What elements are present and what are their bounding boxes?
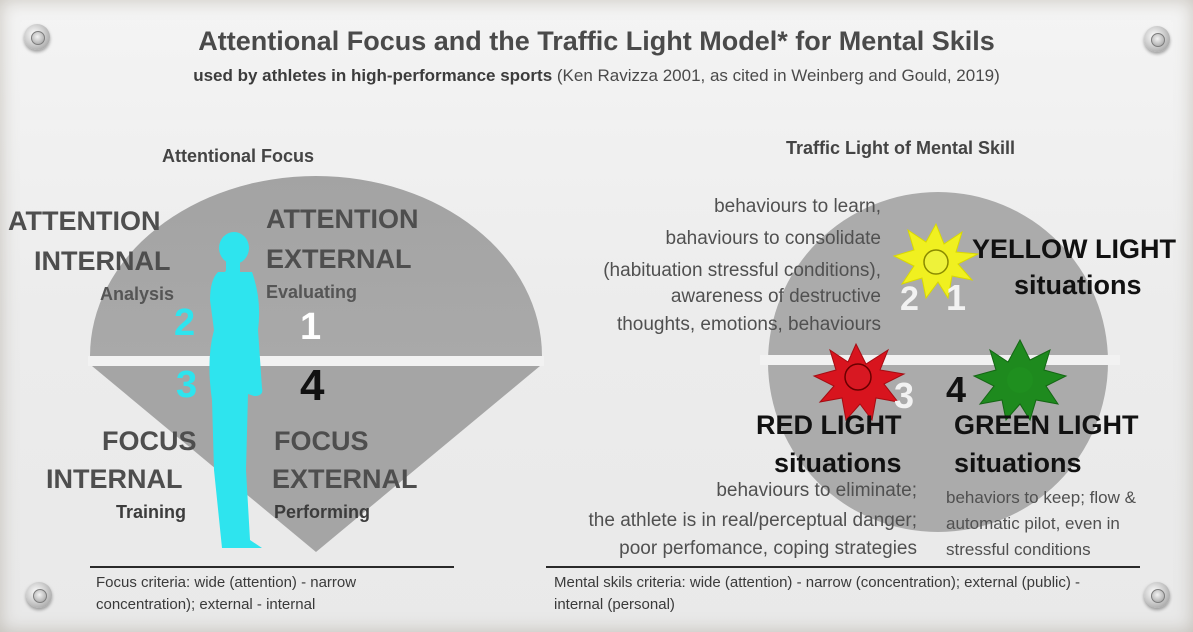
attention-internal-sub: Analysis bbox=[100, 284, 175, 304]
traffic-light-header: Traffic Light of Mental Skill bbox=[786, 138, 1016, 158]
focus-external-line1: FOCUS bbox=[274, 426, 369, 456]
yellow-desc-line1: behaviours to learn, bbox=[714, 196, 881, 217]
focus-internal-sub: Training bbox=[116, 502, 187, 522]
left-number-3: 3 bbox=[176, 364, 198, 406]
top-left-screw-icon bbox=[24, 24, 50, 50]
bottom-left-screw-icon bbox=[26, 582, 52, 608]
focus-external-sub: Performing bbox=[274, 502, 371, 522]
left-number-1: 1 bbox=[300, 306, 322, 348]
right-footer-text: Mental skils criteria: wide (attention) … bbox=[554, 574, 1081, 613]
green-desc-line1: behaviors to keep; flow & bbox=[946, 488, 1136, 507]
yellow-desc-line4: awareness of destructive bbox=[670, 286, 881, 307]
focus-half-shape bbox=[92, 366, 540, 552]
attention-internal-line1: ATTENTION bbox=[8, 206, 161, 236]
focus-internal-line2: INTERNAL bbox=[46, 464, 183, 494]
yellow-light-sub: situations bbox=[1014, 270, 1142, 300]
right-number-2: 2 bbox=[900, 280, 919, 318]
red-desc-line2: the athlete is in real/perceptual danger… bbox=[588, 510, 918, 531]
athlete-silhouette-icon bbox=[209, 232, 263, 548]
red-light-label: RED LIGHT bbox=[756, 410, 902, 440]
focus-internal-line1: FOCUS bbox=[102, 426, 197, 456]
green-desc-line2: automatic pilot, even in bbox=[946, 514, 1120, 533]
bottom-right-screw-icon bbox=[1144, 582, 1170, 608]
right-number-1: 1 bbox=[946, 277, 967, 318]
left-number-4: 4 bbox=[300, 361, 325, 410]
green-desc-line3: stressful conditions bbox=[946, 540, 1091, 559]
left-footer-text: Focus criteria: wide (attention) - narro… bbox=[96, 574, 357, 613]
yellow-desc-line3: (habituation stressful conditions), bbox=[603, 260, 881, 281]
green-light-label: GREEN LIGHT bbox=[954, 410, 1139, 440]
red-desc-line3: poor perfomance, coping strategies bbox=[619, 538, 917, 559]
focus-external-line2: EXTERNAL bbox=[272, 464, 418, 494]
subtitle-citation: (Ken Ravizza 2001, as cited in Weinberg … bbox=[552, 66, 1000, 85]
attention-internal-line2: INTERNAL bbox=[34, 246, 171, 276]
left-number-2: 2 bbox=[174, 302, 196, 344]
left-footer-rule bbox=[90, 566, 454, 568]
attention-half-shape bbox=[90, 176, 542, 356]
attentional-focus-header: Attentional Focus bbox=[162, 146, 314, 166]
left-divider bbox=[88, 356, 544, 366]
attention-external-line1: ATTENTION bbox=[266, 204, 419, 234]
right-footer-rule bbox=[546, 566, 1140, 568]
yellow-light-label: YELLOW LIGHT bbox=[972, 234, 1176, 264]
right-divider bbox=[760, 355, 1120, 365]
attention-external-sub: Evaluating bbox=[266, 282, 358, 302]
yellow-desc-line5: thoughts, emotions, behaviours bbox=[616, 314, 881, 335]
page-title: Attentional Focus and the Traffic Light … bbox=[198, 26, 995, 56]
red-light-sub: situations bbox=[774, 448, 902, 478]
right-number-4: 4 bbox=[946, 369, 967, 410]
right-number-3: 3 bbox=[894, 375, 915, 416]
subtitle-bold: used by athletes in high-performance spo… bbox=[193, 66, 553, 85]
page-subtitle: used by athletes in high-performance spo… bbox=[0, 66, 1193, 86]
yellow-desc-line2: bahaviours to consolidate bbox=[665, 228, 881, 249]
top-right-screw-icon bbox=[1144, 26, 1170, 52]
green-light-sub: situations bbox=[954, 448, 1082, 478]
attention-external-line2: EXTERNAL bbox=[266, 244, 412, 274]
red-desc-line1: behaviours to eliminate; bbox=[716, 480, 917, 501]
